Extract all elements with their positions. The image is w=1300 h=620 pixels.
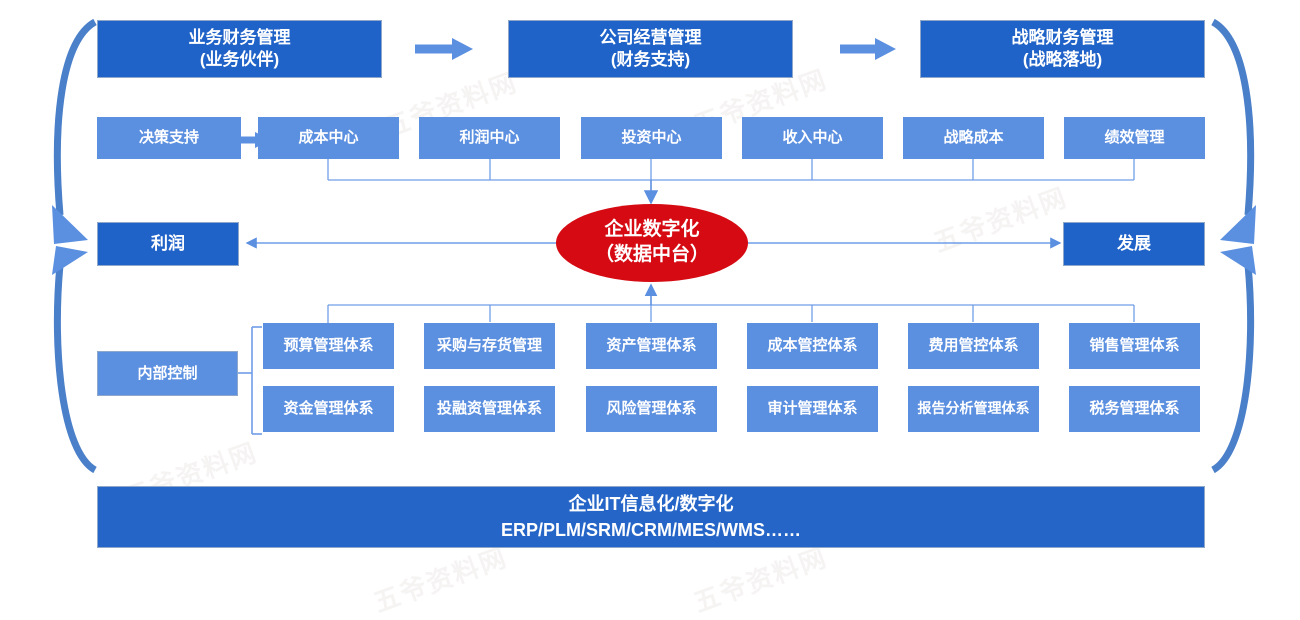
system-box-audit[interactable]: 审计管理体系 (747, 386, 878, 432)
outcome-box-development[interactable]: 发展 (1063, 222, 1205, 266)
footer-line2: ERP/PLM/SRM/CRM/MES/WMS…… (501, 520, 801, 540)
system-box-funds[interactable]: 资金管理体系 (263, 386, 394, 432)
center-row-item-strategic-cost[interactable]: 战略成本 (903, 117, 1044, 159)
header-box-strategic-finance[interactable]: 战略财务管理 (战略落地) (920, 20, 1205, 78)
watermark: 五爷资料网 (369, 541, 512, 618)
center-row-item-cost-center[interactable]: 成本中心 (258, 117, 399, 159)
system-box-budget[interactable]: 预算管理体系 (263, 323, 394, 369)
system-box-asset[interactable]: 资产管理体系 (586, 323, 717, 369)
watermark: 五爷资料网 (689, 541, 832, 618)
diagram-canvas: 五爷资料网 五爷资料网 五爷资料网 五爷资料网 五爷资料网 五爷资料网 (52, 18, 1256, 618)
center-row-item-revenue-center[interactable]: 收入中心 (742, 117, 883, 159)
watermark: 五爷资料网 (929, 181, 1072, 258)
header-box-line1: 战略财务管理 (1011, 28, 1114, 48)
outcome-box-profit[interactable]: 利润 (97, 222, 239, 266)
left-brace-upper-arrow (52, 18, 97, 244)
hub-line2: （数据中台） (594, 244, 709, 265)
header-box-line2: (业务伙伴) (199, 50, 280, 69)
system-box-cost-control[interactable]: 成本管控体系 (747, 323, 878, 369)
system-box-procurement-inventory[interactable]: 采购与存货管理 (424, 323, 555, 369)
header-box-line2: (战略落地) (1022, 50, 1103, 69)
header-box-line1: 公司经营管理 (599, 28, 702, 48)
hub-line1: 企业数字化 (604, 219, 700, 241)
header-arrow-2 (840, 38, 896, 60)
center-row-item-decision-support[interactable]: 决策支持 (97, 117, 241, 159)
header-arrow-1 (415, 38, 473, 60)
footer-banner-it-digitalization[interactable]: 企业IT信息化/数字化 ERP/PLM/SRM/CRM/MES/WMS…… (97, 486, 1205, 548)
header-box-company-operations[interactable]: 公司经营管理 (财务支持) (508, 20, 793, 78)
upper-bus (327, 158, 1135, 181)
center-row-item-performance-management[interactable]: 绩效管理 (1064, 117, 1205, 159)
system-box-report-analysis[interactable]: 报告分析管理体系 (908, 386, 1039, 432)
hub-ellipse-digital-enterprise[interactable]: 企业数字化 （数据中台） (556, 204, 748, 282)
internal-control-box[interactable]: 内部控制 (97, 351, 238, 396)
system-box-tax[interactable]: 税务管理体系 (1069, 386, 1200, 432)
system-box-expense-control[interactable]: 费用管控体系 (908, 323, 1039, 369)
right-brace-lower-arrow (1211, 246, 1256, 474)
system-box-risk[interactable]: 风险管理体系 (586, 386, 717, 432)
right-brace-upper-arrow (1211, 18, 1256, 244)
internal-control-bracket (238, 326, 262, 435)
footer-line1: 企业IT信息化/数字化 (568, 493, 734, 514)
header-box-line2: (财务支持) (610, 50, 691, 69)
center-row-item-investment-center[interactable]: 投资中心 (581, 117, 722, 159)
system-box-sales[interactable]: 销售管理体系 (1069, 323, 1200, 369)
header-box-line1: 业务财务管理 (188, 28, 291, 48)
left-brace-lower-arrow (52, 246, 97, 474)
header-box-business-finance[interactable]: 业务财务管理 (业务伙伴) (97, 20, 382, 78)
center-row-item-profit-center[interactable]: 利润中心 (419, 117, 560, 159)
system-box-investment-financing[interactable]: 投融资管理体系 (424, 386, 555, 432)
